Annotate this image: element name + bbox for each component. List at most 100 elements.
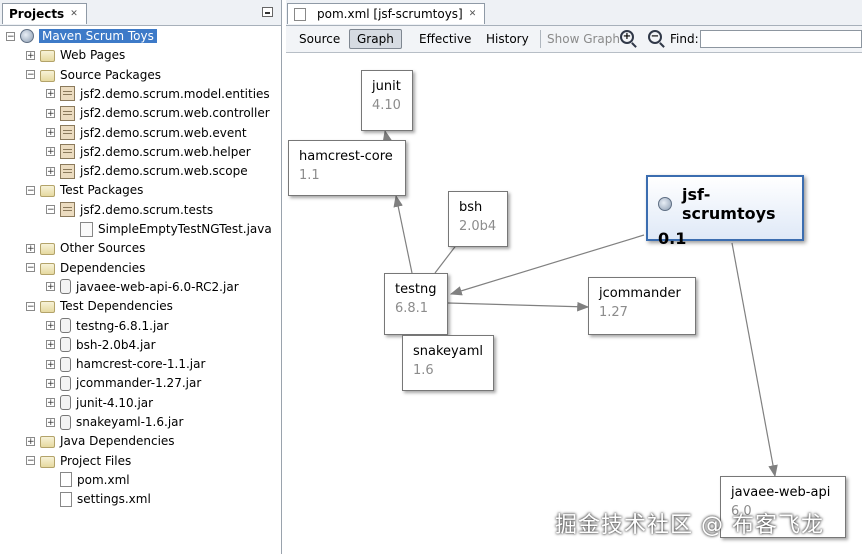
node-junit[interactable]: junit 4.10 [361,70,413,131]
tree-item[interactable]: + jsf2.demo.scrum.web.event [46,124,247,142]
node-name: testng [395,282,437,297]
node-version: 1.6 [413,363,434,378]
tree-item[interactable]: −Source Packages [26,66,161,84]
close-icon[interactable]: ✕ [468,9,477,19]
tree-item-label: Java Dependencies [60,434,175,449]
node-jcommander[interactable]: jcommander 1.27 [588,277,696,335]
node-testng[interactable]: testng 6.8.1 [384,273,448,335]
node-jsf-scrumtoys[interactable]: jsf-scrumtoys 0.1 [646,175,804,248]
editor-panel: pom.xml [jsf-scrumtoys] ✕ Source Graph E… [286,0,862,554]
node-hamcrest-core[interactable]: hamcrest-core 1.1 [288,140,406,196]
xml-file-icon [60,472,72,488]
tree-item-label: javaee-web-api-6.0-RC2.jar [76,279,239,294]
collapse-icon[interactable]: − [26,456,35,467]
tree-item[interactable]: + jsf2.demo.scrum.web.controller [46,104,270,122]
expand-icon[interactable]: + [46,398,55,409]
find-input[interactable] [700,30,862,48]
expand-icon[interactable]: + [46,166,55,177]
projects-tab[interactable]: Projects ✕ [2,3,87,24]
node-version: 6.8.1 [395,301,429,316]
expand-icon[interactable]: + [26,243,35,254]
node-version: 1.1 [299,168,320,183]
expand-icon[interactable]: + [46,340,55,351]
tree-item[interactable]: −Test Dependencies [26,297,173,315]
tree-item-label: Maven Scrum Toys [39,29,157,43]
zoom-out-icon[interactable]: − [648,30,662,44]
tree-item-label: pom.xml [77,472,130,487]
tree-item[interactable]: +bsh-2.0b4.jar [46,336,156,354]
tree-item-label: jcommander-1.27.jar [76,376,202,391]
folder-icon [40,69,55,82]
expand-icon[interactable]: + [46,282,55,293]
collapse-icon[interactable]: − [26,185,35,196]
tree-item[interactable]: +Other Sources [26,239,145,257]
editor-tab-label: pom.xml [jsf-scrumtoys] [317,7,463,21]
folder-icon [40,243,55,256]
node-javaee-web-api[interactable]: javaee-web-api 6.0 [720,476,846,538]
zoom-in-icon[interactable]: + [620,30,634,44]
expand-icon[interactable]: + [46,321,55,331]
expand-icon[interactable]: + [46,417,55,428]
tree-item[interactable]: + jsf2.demo.scrum.web.scope [46,162,248,180]
effective-tab-button[interactable]: Effective [419,32,472,46]
tree-item[interactable]: pom.xml [46,471,130,489]
tree-item[interactable]: +junit-4.10.jar [46,394,153,412]
node-name: hamcrest-core [299,149,393,164]
tree-item[interactable]: −Dependencies [26,259,145,277]
tree-item[interactable]: −jsf2.demo.scrum.tests [46,201,213,219]
tree-item-label: jsf2.demo.scrum.web.event [80,125,247,140]
expand-icon[interactable]: + [46,147,55,158]
node-version: 4.10 [372,98,401,113]
tree-item[interactable]: SimpleEmptyTestNGTest.java [66,220,272,238]
tree-item[interactable]: + snakeyaml-1.6.jar [46,413,183,431]
jar-icon [60,318,71,333]
java-file-icon [80,221,93,237]
source-tab-button[interactable]: Source [299,32,341,46]
collapse-icon[interactable]: − [46,205,55,216]
package-icon [60,144,75,160]
tree-item[interactable]: + javaee-web-api-6.0-RC2.jar [46,278,239,296]
tree-item[interactable]: +jsf2.demo.scrum.web.helper [46,143,251,161]
collapse-icon[interactable]: − [26,70,35,81]
expand-icon[interactable]: + [46,108,55,119]
tree-item[interactable]: −Project Files [26,452,131,470]
show-graph-button[interactable]: Show Graph [547,32,621,46]
graph-tab-button[interactable]: Graph [349,29,402,49]
node-bsh[interactable]: bsh 2.0b4 [448,191,508,247]
tree-item-label: Test Packages [60,183,144,198]
close-icon[interactable]: ✕ [70,9,78,19]
jar-icon [60,279,71,295]
expand-icon[interactable]: + [26,436,35,447]
minimize-icon[interactable] [262,7,273,17]
tree-item[interactable]: +testng-6.8.1.jar [46,317,169,335]
tree-item[interactable]: +Web Pages [26,46,125,64]
node-snakeyaml[interactable]: snakeyaml 1.6 [402,335,494,391]
folder-icon [40,301,55,314]
collapse-icon[interactable]: − [26,263,35,274]
history-tab-button[interactable]: History [486,32,529,46]
tree-item[interactable]: − Maven Scrum Toys [6,27,157,45]
tree-spacer [46,475,55,484]
tree-item[interactable]: − Test Packages [26,181,143,199]
expand-icon[interactable]: + [46,378,55,389]
tree-item[interactable]: +hamcrest-core-1.1.jar [46,355,205,373]
node-version: 0.1 [658,229,687,248]
editor-toolbar: Source Graph Effective History Show Grap… [286,26,862,53]
collapse-icon[interactable]: − [6,31,15,42]
editor-tab-bar: pom.xml [jsf-scrumtoys] ✕ [286,0,862,26]
tree-item[interactable]: + Java Dependencies [26,432,175,450]
tab-pom-xml[interactable]: pom.xml [jsf-scrumtoys] ✕ [287,3,486,24]
expand-icon[interactable]: + [26,50,35,61]
tree-item[interactable]: + jcommander-1.27.jar [46,374,201,392]
tree-item-label: jsf2.demo.scrum.web.controller [80,106,270,121]
tree-item-label: snakeyaml-1.6.jar [76,415,184,429]
folder-icon [40,50,55,63]
tree-item[interactable]: settings.xml [46,490,151,508]
toolbar-separator [540,30,541,48]
tree-item-label: jsf2.demo.scrum.web.scope [80,164,248,179]
expand-icon[interactable]: + [46,89,55,100]
expand-icon[interactable]: + [46,359,55,370]
collapse-icon[interactable]: − [26,301,35,312]
expand-icon[interactable]: + [46,128,55,138]
tree-item[interactable]: +jsf2.demo.scrum.model.entities [46,85,270,103]
